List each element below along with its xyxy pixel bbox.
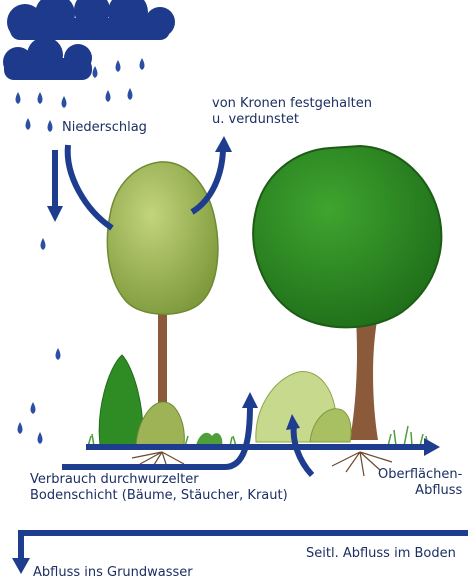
label-lateral-flow: Seitl. Abfluss im Boden bbox=[306, 546, 456, 561]
surface-runoff-arrow bbox=[86, 438, 440, 456]
precipitation-arrow bbox=[52, 144, 114, 231]
label-soil-consumption: Verbrauch durchwurzelter Bodenschicht (B… bbox=[30, 472, 288, 504]
evaporation-arrowhead bbox=[215, 136, 232, 152]
raindrops bbox=[15, 58, 145, 444]
label-soil-consumption-line1: Verbrauch durchwurzelter bbox=[30, 472, 199, 487]
label-soil-consumption-line2: Bodenschicht (Bäume, Stäucher, Kraut) bbox=[30, 488, 288, 503]
label-surface-runoff-line2: Abfluss bbox=[415, 483, 463, 498]
label-niederschlag: Niederschlag bbox=[62, 120, 147, 135]
groundwater-arrow bbox=[12, 530, 468, 574]
roots bbox=[131, 451, 393, 477]
label-crown-interception-line1: von Kronen festgehalten bbox=[212, 96, 373, 111]
large-tree bbox=[252, 144, 443, 440]
bush-uptake-arrow bbox=[290, 424, 315, 478]
soil-consumption-arrow bbox=[62, 404, 253, 470]
soil-consumption-arrowhead bbox=[242, 392, 258, 408]
shrubs bbox=[98, 354, 352, 446]
rain-cloud bbox=[3, 0, 175, 80]
small-tree bbox=[106, 161, 219, 440]
label-groundwater: Abfluss ins Grundwasser bbox=[33, 565, 193, 580]
precipitation-arrowhead bbox=[47, 206, 63, 222]
label-surface-runoff: Oberflächen- Abfluss bbox=[378, 467, 462, 499]
evaporation-arrow bbox=[190, 149, 226, 215]
label-surface-runoff-line1: Oberflächen- bbox=[378, 467, 463, 482]
label-crown-interception-line2: u. verdunstet bbox=[212, 112, 300, 127]
grass bbox=[87, 425, 429, 447]
bush-uptake-arrowhead bbox=[286, 414, 300, 430]
label-crown-interception: von Kronen festgehalten u. verdunstet bbox=[212, 96, 372, 128]
